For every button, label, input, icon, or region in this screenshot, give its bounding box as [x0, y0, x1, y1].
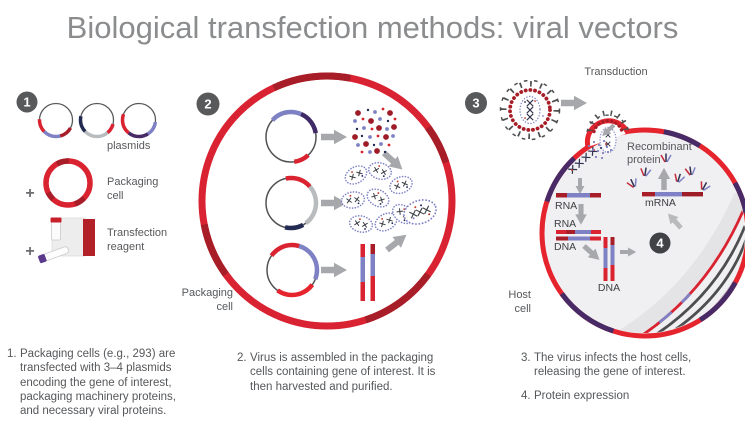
rna-dna-duplex-bar [556, 230, 601, 241]
dna-vertical-bars [603, 237, 615, 281]
recombinant-protein-label: Recombinant [627, 141, 692, 153]
mrna-label: mRNA [645, 197, 676, 209]
gene-bars [360, 244, 375, 301]
plus-sign: + [25, 185, 34, 202]
recombinant-protein-label: protein [627, 154, 661, 166]
virus-particle-icon [499, 79, 561, 141]
transfection-reagent-label: Transfection [107, 227, 167, 239]
dna-label: DNA [554, 241, 576, 253]
caption-step1: 1. Packaging cells (e.g., 293) are trans… [7, 347, 185, 418]
plasmid-icon [37, 101, 75, 139]
svg-text:1: 1 [23, 95, 30, 110]
packaging-cell-label: Packaging [182, 287, 233, 299]
caption-text: Protein expression [534, 390, 630, 402]
plasmid-icon [120, 101, 158, 139]
step2-badge: 2 [196, 92, 220, 116]
caption-number: 1. [7, 348, 17, 360]
step3-badge: 3 [465, 92, 487, 114]
reagent-kit-icon [38, 217, 95, 264]
caption-text: The virus infects the host cells, releas… [534, 352, 692, 379]
svg-text:3: 3 [472, 96, 479, 111]
svg-text:4: 4 [656, 236, 664, 251]
rna-label: RNA [554, 218, 576, 230]
caption-number: 4. [521, 390, 531, 402]
step4-badge: 4 [649, 232, 671, 254]
caption-text: Packaging cells (e.g., 293) are transfec… [20, 348, 176, 418]
caption-step2: 2. Virus is assembled in the packaging c… [237, 351, 437, 394]
host-cell-label: cell [514, 303, 531, 315]
plasmid-icon [263, 175, 319, 231]
plasmid-icon [78, 101, 116, 139]
caption-step3: 3. The virus infects the host cells, rel… [521, 351, 713, 380]
host-cell-label: Host [508, 289, 531, 301]
caption-number: 2. [237, 352, 247, 364]
dna-helix-icon [567, 139, 613, 175]
plus-sign: + [25, 243, 34, 260]
mrna-bar [642, 192, 703, 197]
caption-step4: 4. Protein expression [521, 389, 713, 403]
transduction-label: Transduction [584, 66, 647, 78]
protein-dots [352, 107, 397, 154]
arrow-icon [561, 95, 587, 111]
page-title: Biological transfection methods: viral v… [66, 10, 679, 45]
plasmid-icon [264, 242, 320, 298]
packaging-cell-label: cell [216, 301, 233, 313]
plasmids-label: plasmids [107, 140, 151, 152]
plasmid-icon [263, 109, 319, 165]
transfection-reagent-label: reagent [107, 241, 144, 253]
rna-bar [556, 193, 601, 198]
svg-text:2: 2 [204, 97, 211, 112]
rna-label: RNA [555, 200, 577, 212]
packaging-cell-label: Packaging [107, 176, 158, 188]
dna-label: DNA [598, 282, 620, 294]
packaging-cell-icon [43, 158, 93, 208]
caption-number: 3. [521, 352, 531, 364]
step1-badge: 1 [16, 91, 38, 113]
assembled-virus-capsid [403, 199, 437, 225]
caption-text: Virus is assembled in the packaging cell… [250, 352, 436, 393]
packaging-cell-label: cell [107, 190, 124, 202]
